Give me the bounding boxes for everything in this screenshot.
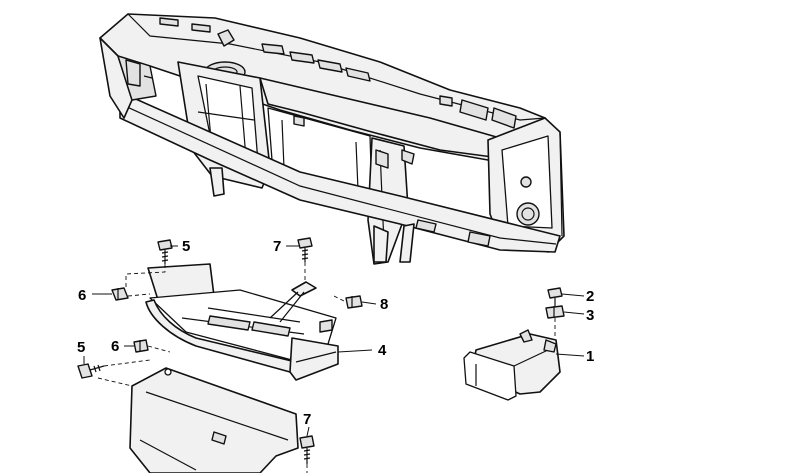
air-duct-part-1 xyxy=(463,329,561,401)
callout-8: 8 xyxy=(380,296,388,313)
tray-bracket-part-4 xyxy=(145,263,339,381)
hex-bolt-icon xyxy=(77,363,105,379)
hex-bolt-icon xyxy=(157,239,173,264)
hex-bolt-icon xyxy=(547,287,563,306)
callout-6-upper: 6 xyxy=(78,287,86,304)
speed-nut-icon xyxy=(345,295,363,309)
clip-nut-icon xyxy=(545,305,565,319)
self-tapping-screw-icon xyxy=(297,237,313,262)
callout-7-upper: 7 xyxy=(273,238,281,255)
self-tapping-screw-icon xyxy=(299,435,315,464)
callout-2: 2 xyxy=(586,288,594,305)
callout-5-lower: 5 xyxy=(77,339,85,356)
clip-nut-icon xyxy=(111,287,129,301)
callout-1: 1 xyxy=(586,348,594,365)
lower-deflector-panel xyxy=(129,367,299,473)
callout-5-upper: 5 xyxy=(182,238,190,255)
clip-nut-icon xyxy=(133,339,149,353)
callout-7-lower: 7 xyxy=(303,411,311,428)
callout-4: 4 xyxy=(378,342,387,359)
callout-6-lower: 6 xyxy=(111,338,119,355)
callout-3: 3 xyxy=(586,307,594,324)
front-panel-assembly xyxy=(99,13,565,265)
